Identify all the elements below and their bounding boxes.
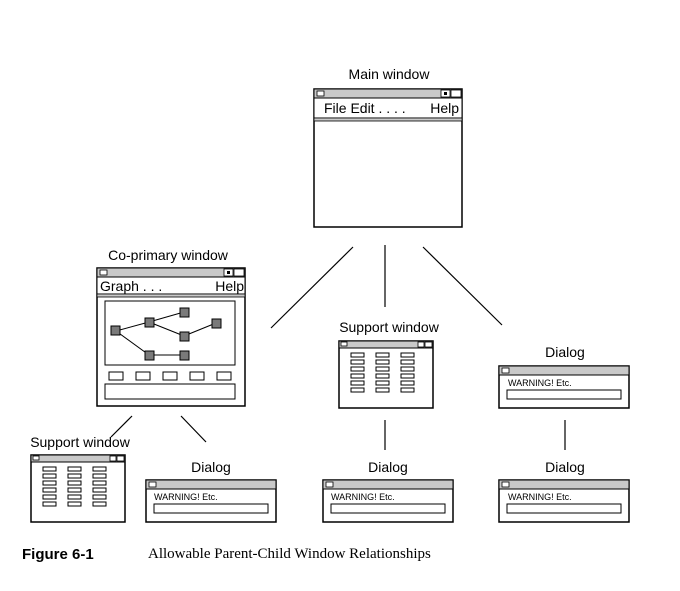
support-window-center-label: Support window (339, 319, 440, 335)
dialog-bottom-center-text: WARNING! Etc. (331, 492, 395, 502)
dialog-field (506, 503, 622, 514)
window-menu-icon (340, 341, 348, 347)
main-menu-help: Help (430, 100, 459, 116)
dialog-field (506, 389, 622, 400)
button-row (108, 371, 232, 381)
support-window-bottom-left-label: Support window (30, 434, 131, 450)
window-menu-icon (148, 481, 157, 488)
maximize-icon (450, 89, 462, 98)
dialog-bottom-left: WARNING! Etc. (145, 479, 277, 523)
connector-main-to-coprimary (270, 246, 354, 329)
window-menu-icon (501, 481, 510, 488)
text-field (104, 383, 236, 400)
co-primary-window-label: Co-primary window (108, 247, 229, 263)
coprimary-menu-help: Help (215, 278, 244, 294)
node-graph (110, 307, 222, 361)
figure-title: Allowable Parent-Child Window Relationsh… (148, 546, 431, 562)
figure-caption: Figure 6-1 Allowable Parent-Child Window… (22, 546, 431, 563)
dialog-bottom-right: WARNING! Etc. (498, 479, 630, 523)
connector-coprimary-to-support (110, 415, 133, 438)
coprimary-menu-left: Graph . . . (100, 278, 162, 294)
main-window: File Edit . . . . Help (313, 88, 463, 228)
figure-number: Figure 6-1 (22, 546, 94, 563)
dialog-field (330, 503, 446, 514)
main-menu-left: File Edit . . . . (324, 100, 406, 116)
dialog-right-label: Dialog (545, 344, 585, 360)
dialog-right: WARNING! Etc. (498, 365, 630, 409)
window-menu-icon (316, 90, 325, 97)
minimize-icon-dot (227, 271, 230, 274)
maximize-icon (116, 455, 125, 462)
window-menu-icon (325, 481, 334, 488)
window-menu-icon (501, 367, 510, 374)
dialog-bottom-right-text: WARNING! Etc. (508, 492, 572, 502)
connector-lines (110, 245, 566, 450)
dialog-bottom-center-label: Dialog (368, 459, 408, 475)
window-menu-icon (32, 455, 40, 461)
dialog-bottom-left-label: Dialog (191, 459, 231, 475)
maximize-icon (233, 268, 245, 277)
minimize-icon (417, 341, 425, 348)
dialog-bottom-left-text: WARNING! Etc. (154, 492, 218, 502)
minimize-icon-dot (444, 92, 447, 95)
main-window-label: Main window (349, 66, 431, 82)
support-window-center (338, 340, 434, 409)
dialog-right-text: WARNING! Etc. (508, 378, 572, 388)
dialog-field (153, 503, 269, 514)
connector-main-to-dialog (422, 246, 503, 326)
connector-coprimary-to-dialog (180, 415, 207, 443)
window-menu-icon (99, 269, 108, 276)
dialog-bottom-center: WARNING! Etc. (322, 479, 454, 523)
minimize-icon (109, 455, 117, 462)
co-primary-window: Graph . . . Help (96, 267, 246, 407)
support-window-bottom-left (30, 454, 126, 523)
maximize-icon (424, 341, 433, 348)
dialog-bottom-right-label: Dialog (545, 459, 585, 475)
graph-pane (104, 300, 236, 366)
